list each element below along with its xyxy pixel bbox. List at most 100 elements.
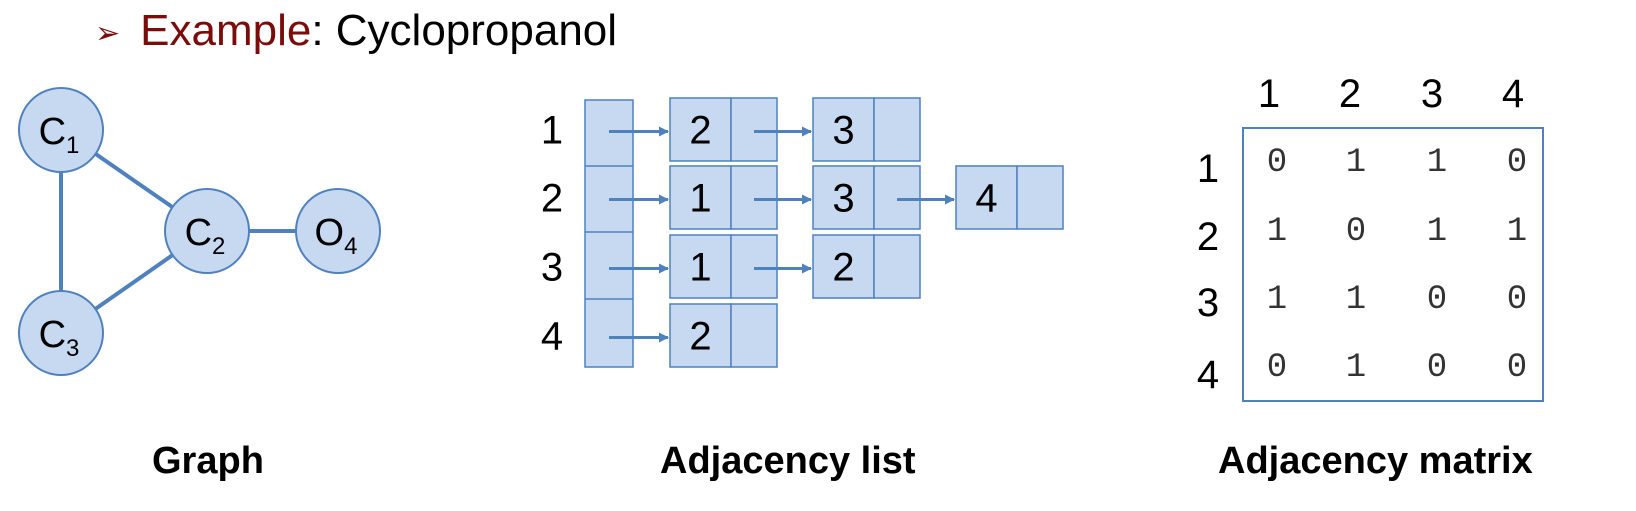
adjacency-row-2: 2 1 3 4 [541,165,1064,230]
matrix-cell: 1 [1346,281,1366,319]
list-node-value-cell [812,97,875,162]
adjacency-list-caption: Adjacency list [660,440,916,482]
list-node: 2 [669,97,812,162]
list-node: 2 [669,303,778,368]
node-element: C [39,314,66,356]
list-node-value-cell [955,165,1018,230]
matrix-frame [1242,127,1544,402]
matrix-cell: 0 [1427,281,1447,319]
list-node-value: 3 [832,177,854,221]
node-subscript: 1 [66,132,79,159]
matrix-row-label: 3 [1197,281,1219,325]
node-circle [164,188,250,274]
graph-node-1: C1 [18,87,104,173]
matrix-cell: 0 [1267,349,1287,387]
list-node-value: 2 [689,315,711,359]
list-node-pointer-cell [730,97,778,162]
node-element: C [185,212,212,254]
matrix-row-label: 2 [1197,215,1219,259]
adjacency-row-3: 3 1 2 [541,234,921,299]
matrix-cell: 1 [1346,144,1366,182]
list-node-pointer-cell [873,165,921,230]
head-array [584,99,634,368]
list-node-pointer-cell [730,303,778,368]
matrix-col-label: 4 [1502,72,1524,116]
matrix-row-label: 4 [1197,353,1219,397]
matrix-col-label: 2 [1339,72,1361,116]
matrix-cell: 1 [1346,349,1366,387]
graph-node-3: C3 [18,290,104,376]
adjacency-row-1: 1 2 3 [541,97,921,162]
list-node-value-cell [669,234,732,299]
node-circle [18,87,104,173]
node-circle [295,188,381,274]
list-node-pointer-cell [730,234,778,299]
matrix-cell: 1 [1267,213,1287,251]
header-keyword: Example [140,6,312,55]
matrix-cell: 1 [1267,281,1287,319]
matrix-cell: 0 [1507,144,1527,182]
list-node-value: 2 [689,109,711,153]
list-node: 3 [812,165,955,230]
slide-header: ➢ Example: Cyclopropanol [95,6,617,56]
row-label: 2 [541,177,563,221]
matrix-cell: 0 [1346,213,1366,251]
matrix-col-label: 3 [1421,72,1443,116]
header-title: Cyclopropanol [335,6,618,55]
list-node-value-cell [669,165,732,230]
graph-node-2: C2 [164,188,250,274]
list-node: 2 [812,234,921,299]
list-node-pointer-cell [873,97,921,162]
list-node-value-cell [812,234,875,299]
graph-caption: Graph [152,440,264,482]
row-label: 1 [541,109,563,153]
list-node-value-cell [669,303,732,368]
node-element: O [315,212,345,254]
list-node-value-cell [812,165,875,230]
matrix-cell: 0 [1267,144,1287,182]
row-label: 3 [541,246,563,290]
matrix-row-label: 1 [1197,147,1219,191]
node-circle [18,290,104,376]
header-separator: : [311,6,336,55]
list-node-value-cell [669,97,732,162]
node-subscript: 2 [212,233,225,260]
list-node-value: 3 [832,109,854,153]
list-node-value: 2 [832,246,854,290]
node-element: C [39,111,66,153]
list-node-value: 4 [975,177,997,221]
matrix-cell: 0 [1427,349,1447,387]
list-node: 1 [669,234,812,299]
adjacency-matrix-caption: Adjacency matrix [1218,440,1533,482]
node-subscript: 3 [66,335,79,362]
matrix-cell: 1 [1427,144,1447,182]
list-node-pointer-cell [873,234,921,299]
list-node-pointer-cell [730,165,778,230]
graph-node-4: O4 [295,188,381,274]
matrix-cell: 1 [1427,213,1447,251]
matrix-cell: 0 [1507,281,1527,319]
list-node: 4 [955,165,1064,230]
matrix-cell: 0 [1507,349,1527,387]
list-node: 3 [812,97,921,162]
matrix-cell: 1 [1507,213,1527,251]
node-label: C1 [39,111,80,159]
row-label: 4 [541,315,563,359]
node-subscript: 4 [344,233,357,260]
node-label: O4 [315,212,358,260]
list-node-pointer-cell [1016,165,1064,230]
list-node-value: 1 [689,177,711,221]
node-label: C3 [39,314,80,362]
bullet-arrow-icon: ➢ [95,16,121,50]
list-node-value: 1 [689,246,711,290]
node-label: C2 [185,212,226,260]
list-node: 1 [669,165,812,230]
